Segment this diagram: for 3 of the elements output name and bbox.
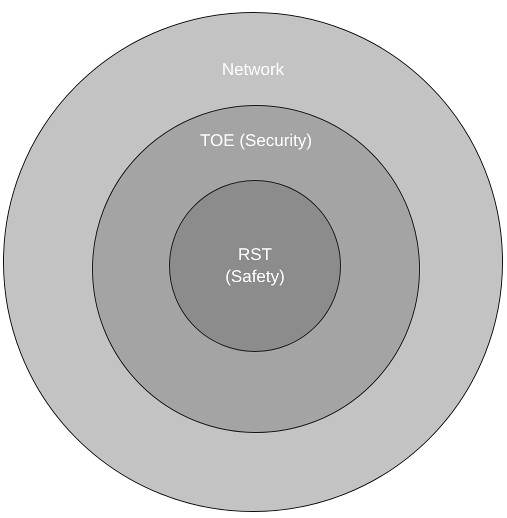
ring-label: TOE (Security) [200,130,312,152]
ring-label: RST (Safety) [224,244,286,288]
ring-label: Network [222,59,284,81]
